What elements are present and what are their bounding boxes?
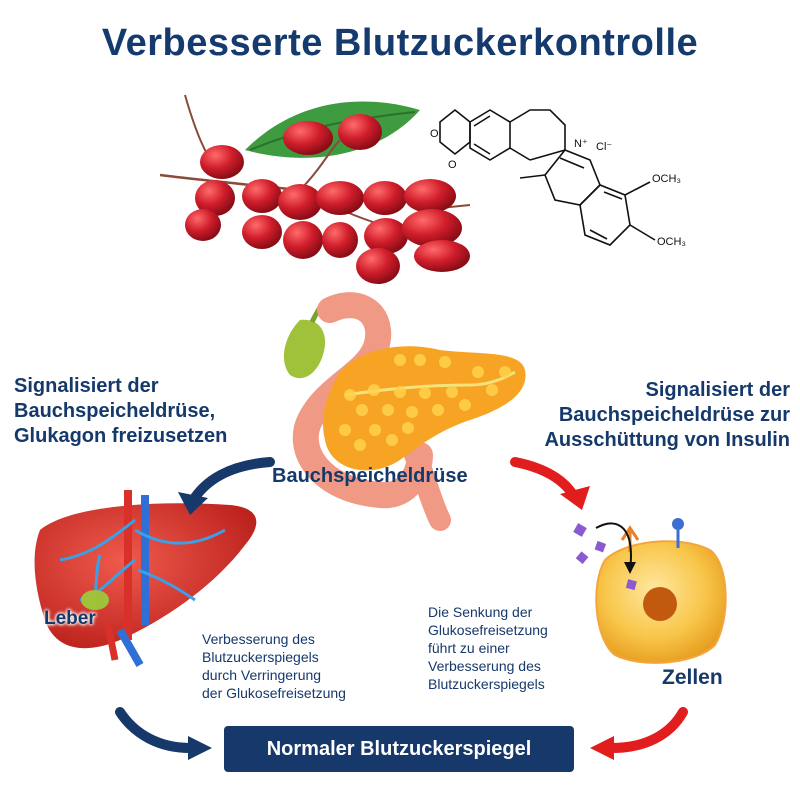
note-line: Bauchspeicheldrüse, (14, 400, 216, 422)
molecule-methoxy-label: OCH₃ (657, 236, 686, 248)
berry-icon (200, 145, 244, 179)
liver-illustration (34, 490, 257, 667)
berry-icon (402, 209, 462, 247)
berry-icon (278, 184, 322, 220)
molecule-oxygen-label: O (448, 159, 457, 171)
berry-icon (364, 218, 408, 254)
berry-icon (322, 222, 358, 258)
molecule-oxygen-label: O (430, 128, 439, 140)
molecule-methoxy-label: OCH₃ (652, 173, 681, 185)
arrow-pancreas-to-cells-icon (510, 457, 590, 510)
berry-icon (404, 179, 456, 213)
note-line: Signalisiert der (645, 379, 791, 401)
berry-icon (316, 181, 364, 215)
cell-illustration (573, 518, 727, 664)
berry-icon (283, 121, 333, 155)
berry-icon (356, 248, 400, 284)
note-line: der Glukosefreisetzung (202, 685, 346, 701)
berry-icon (242, 215, 282, 249)
arrow-liver-to-result-icon (115, 707, 212, 760)
berry-icon (185, 209, 221, 241)
page-title: Verbesserte Blutzuckerkontrolle (101, 22, 699, 64)
cells-effect-note: Die Senkung der Glukosefreisetzung führt… (428, 603, 548, 693)
berry-icon (242, 179, 282, 213)
berry-icon (338, 114, 382, 150)
normal-blood-sugar-box: Normaler Blutzuckerspiegel (224, 726, 574, 772)
note-line: führt zu einer (428, 640, 510, 656)
note-line: Glukosefreisetzung (428, 622, 548, 638)
berberine-molecule-diagram (439, 108, 656, 246)
note-line: Blutzuckerspiegels (428, 676, 545, 692)
cells-label: Zellen (662, 666, 723, 689)
arrow-pancreas-to-liver-icon (178, 457, 275, 515)
note-line: Ausschüttung von Insulin (544, 429, 790, 451)
pancreas-illustration (283, 292, 526, 531)
note-line: durch Verringerung (202, 667, 322, 683)
cell-nucleus-icon (643, 587, 677, 621)
molecule-nitrogen-label: N⁺ (574, 138, 588, 150)
berry-icon (195, 180, 235, 216)
note-line: Verbesserung des (202, 631, 315, 647)
note-line: Bauchspeicheldrüse zur (558, 404, 790, 426)
insulin-receptor-icon (672, 518, 684, 530)
note-line: Glukagon freizusetzen (14, 425, 228, 447)
insulin-signal-note: Signalisiert der Bauchspeicheldrüse zur … (544, 378, 790, 453)
molecule-chloride-label: Cl⁻ (596, 141, 612, 153)
barberry-berries-illustration (159, 94, 471, 284)
glucagon-signal-note: Signalisiert der Bauchspeicheldrüse, Glu… (14, 374, 227, 449)
note-line: Blutzuckerspiegels (202, 649, 319, 665)
pancreas-label: Bauchspeicheldrüse (272, 465, 468, 487)
arrow-cells-to-result-icon (590, 707, 688, 760)
berry-icon (363, 181, 407, 215)
berry-icon (283, 221, 323, 259)
note-line: Signalisiert der (14, 375, 159, 397)
note-line: Verbesserung des (428, 658, 541, 674)
liver-label: Leber (44, 608, 96, 629)
berry-icon (414, 240, 470, 272)
note-line: Die Senkung der (428, 604, 533, 620)
liver-effect-note: Verbesserung des Blutzuckerspiegels durc… (202, 630, 346, 702)
